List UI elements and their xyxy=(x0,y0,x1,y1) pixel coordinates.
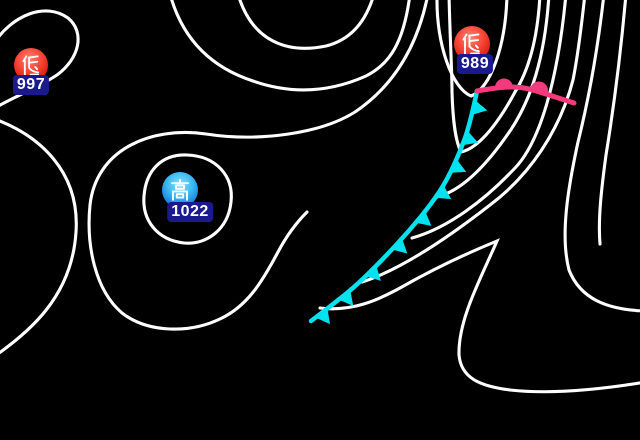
isobar-line xyxy=(170,0,411,92)
isobar-line xyxy=(87,0,429,331)
glyph-stroke xyxy=(27,60,38,64)
isobar-line xyxy=(435,0,551,199)
pressure-value: 989 xyxy=(460,55,490,72)
warm-front-bump xyxy=(495,78,513,89)
cold-front-barb xyxy=(338,290,354,306)
cold-front-barb xyxy=(365,265,381,281)
pressure-value-badge: 1022 xyxy=(167,202,213,222)
cold-front-barb xyxy=(462,130,479,146)
low-symbol-glyph xyxy=(21,54,39,76)
cold-front-barb xyxy=(471,100,488,115)
cold-front-barb xyxy=(435,185,452,200)
warm-front-line xyxy=(474,84,577,106)
isobar-line xyxy=(435,0,509,98)
isobar-line xyxy=(0,119,78,355)
glyph-stroke xyxy=(175,184,185,190)
isobar-line xyxy=(447,0,542,154)
cold-front-barb xyxy=(415,211,432,226)
warm-front-bump xyxy=(530,81,548,94)
cold-front xyxy=(308,88,488,325)
cold-front-line xyxy=(308,88,480,324)
pressure-value: 997 xyxy=(16,76,46,93)
pressure-value-badge: 997 xyxy=(12,75,50,95)
glyph-stroke xyxy=(474,44,479,49)
glyph-stroke xyxy=(33,65,38,70)
pressure-value-badge: 989 xyxy=(456,54,494,74)
glyph-stroke xyxy=(468,33,480,37)
isobar-line xyxy=(318,238,640,394)
isobar-line xyxy=(410,0,567,240)
high-symbol-glyph xyxy=(171,179,189,201)
glyph-stroke xyxy=(27,66,39,73)
isobar-line xyxy=(597,0,628,246)
isobar-line xyxy=(238,0,374,50)
cold-front-barb xyxy=(315,308,330,325)
low-symbol-glyph xyxy=(462,33,480,55)
isobar-line xyxy=(142,153,233,245)
cold-front-barb xyxy=(391,238,408,254)
glyph-stroke xyxy=(21,55,27,62)
isobar-line xyxy=(563,0,640,313)
glyph-stroke xyxy=(468,45,480,53)
warm-front xyxy=(474,78,577,106)
glyph-stroke xyxy=(27,54,39,58)
pressure-value: 1022 xyxy=(171,203,209,220)
glyph-stroke xyxy=(175,193,185,199)
cold-front-barb xyxy=(450,159,467,173)
glyph-stroke xyxy=(172,190,188,201)
glyph-stroke xyxy=(462,33,468,41)
isobar-group xyxy=(0,0,640,394)
isobar-line xyxy=(360,0,586,284)
glyph-stroke xyxy=(468,39,479,43)
